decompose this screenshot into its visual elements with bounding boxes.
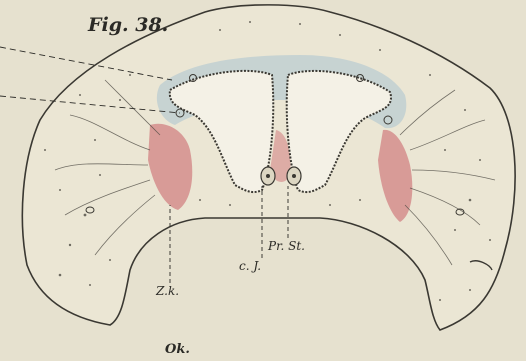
label-z-k: Z.k. bbox=[156, 284, 179, 298]
label-c-j: c. J. bbox=[239, 259, 261, 273]
label-o-k: Ok. bbox=[165, 342, 190, 357]
figure-title: Fig. 38. bbox=[88, 14, 168, 36]
label-pr-st: Pr. St. bbox=[268, 239, 305, 253]
